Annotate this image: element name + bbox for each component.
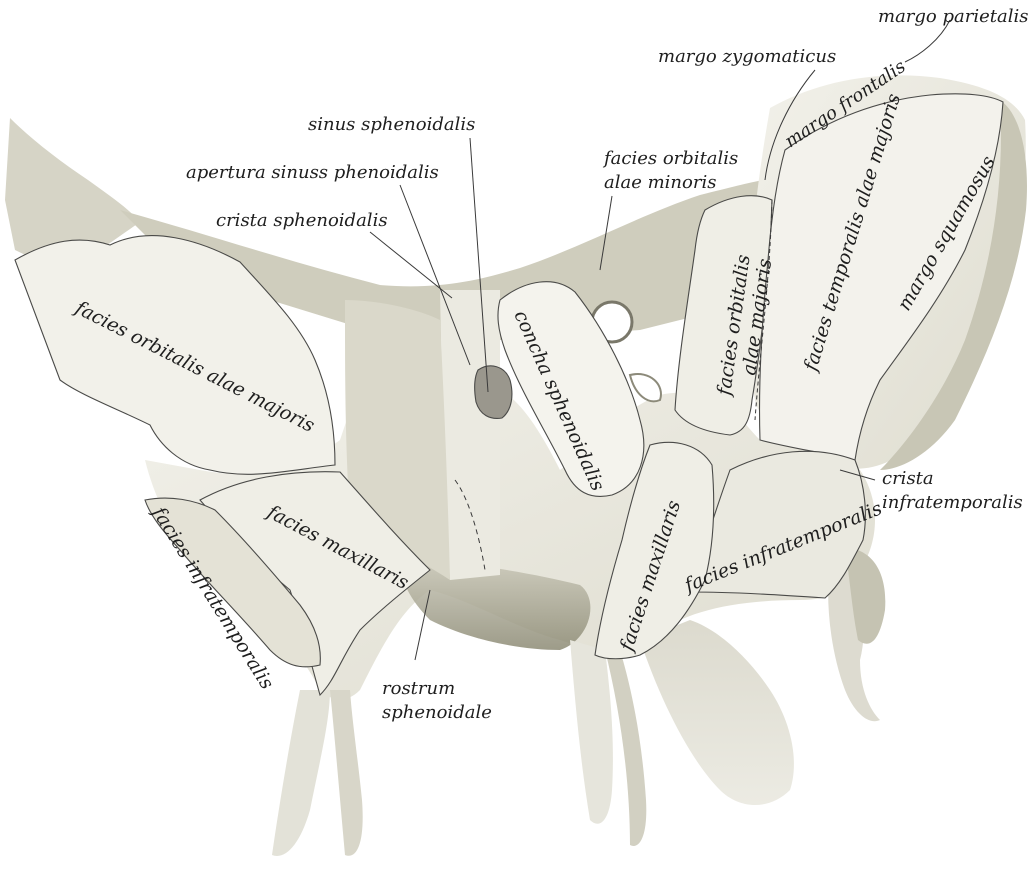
label-sinus-sphenoidalis: sinus sphenoidalis (308, 114, 475, 135)
label-crista-sphenoidalis: crista sphenoidalis (216, 210, 388, 231)
label-rostrum-2: sphenoidale (382, 702, 492, 723)
label-facies-orbitalis-alae-minoris-2: alae minoris (604, 172, 716, 193)
central-prong-left (272, 690, 330, 856)
lower-prong-pair (570, 640, 613, 824)
label-rostrum-1: rostrum (382, 678, 455, 699)
central-prong-right (330, 690, 363, 856)
body-central-block (440, 290, 500, 580)
foramen-shadow (630, 374, 661, 401)
label-facies-orbitalis-alae-minoris-1: facies orbitalis (602, 148, 738, 169)
label-apertura-sinus: apertura sinuss phenoidalis (186, 162, 439, 183)
label-crista-infratemporalis-2: infratemporalis (882, 492, 1023, 513)
right-pterygoid-process (640, 620, 794, 805)
label-crista-infratemporalis-1: crista (882, 468, 934, 489)
label-margo-parietalis: margo parietalis (878, 6, 1028, 27)
region-apertura-sinus (475, 366, 512, 419)
label-margo-zygomaticus: margo zygomaticus (658, 46, 836, 67)
